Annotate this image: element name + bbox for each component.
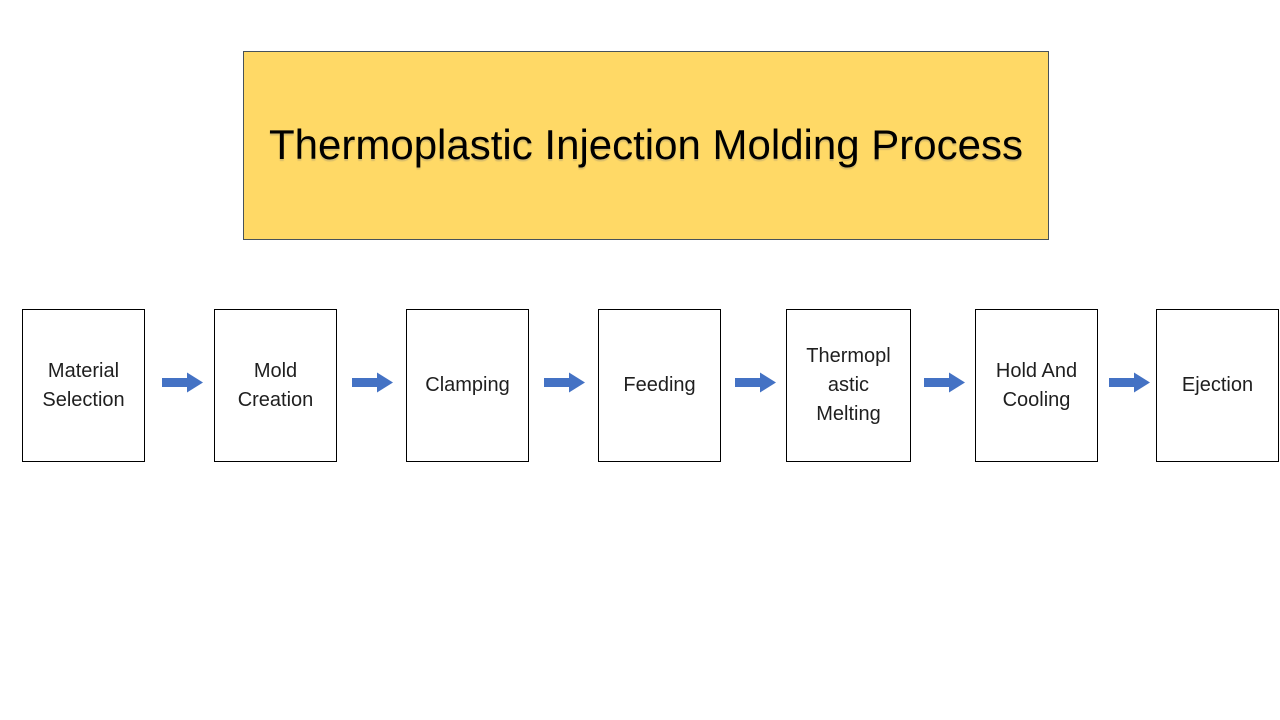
step-label: Material Selection bbox=[42, 359, 125, 411]
process-step-hold-and-cooling: Hold And Cooling bbox=[975, 309, 1098, 462]
arrow-shape bbox=[162, 372, 203, 393]
step-label: Clamping bbox=[425, 374, 510, 396]
diagram-title-box: Thermoplastic Injection Molding Process bbox=[243, 51, 1049, 240]
right-block-arrow-icon bbox=[352, 372, 393, 393]
step-label: Mold Creation bbox=[237, 359, 314, 411]
step-label: Thermopl astic Melting bbox=[806, 345, 891, 425]
step-label: Ejection bbox=[1181, 374, 1254, 396]
step-label: Feeding bbox=[623, 374, 696, 396]
arrow-shape bbox=[1109, 372, 1150, 393]
step-label: Hold And Cooling bbox=[995, 359, 1078, 411]
arrow-shape bbox=[924, 372, 965, 393]
process-step-mold-creation: Mold Creation bbox=[214, 309, 337, 462]
diagram-title: Thermoplastic Injection Molding Process bbox=[269, 121, 1023, 169]
right-block-arrow-icon bbox=[1109, 372, 1150, 393]
arrow-shape bbox=[735, 372, 776, 393]
process-step-thermoplastic-melting: Thermopl astic Melting bbox=[786, 309, 911, 462]
process-step-material-selection: Material Selection bbox=[22, 309, 145, 462]
process-step-ejection: Ejection bbox=[1156, 309, 1279, 462]
arrow-shape bbox=[352, 372, 393, 393]
process-step-feeding: Feeding bbox=[598, 309, 721, 462]
right-block-arrow-icon bbox=[735, 372, 776, 393]
right-block-arrow-icon bbox=[162, 372, 203, 393]
right-block-arrow-icon bbox=[924, 372, 965, 393]
process-step-clamping: Clamping bbox=[406, 309, 529, 462]
arrow-shape bbox=[544, 372, 585, 393]
right-block-arrow-icon bbox=[544, 372, 585, 393]
